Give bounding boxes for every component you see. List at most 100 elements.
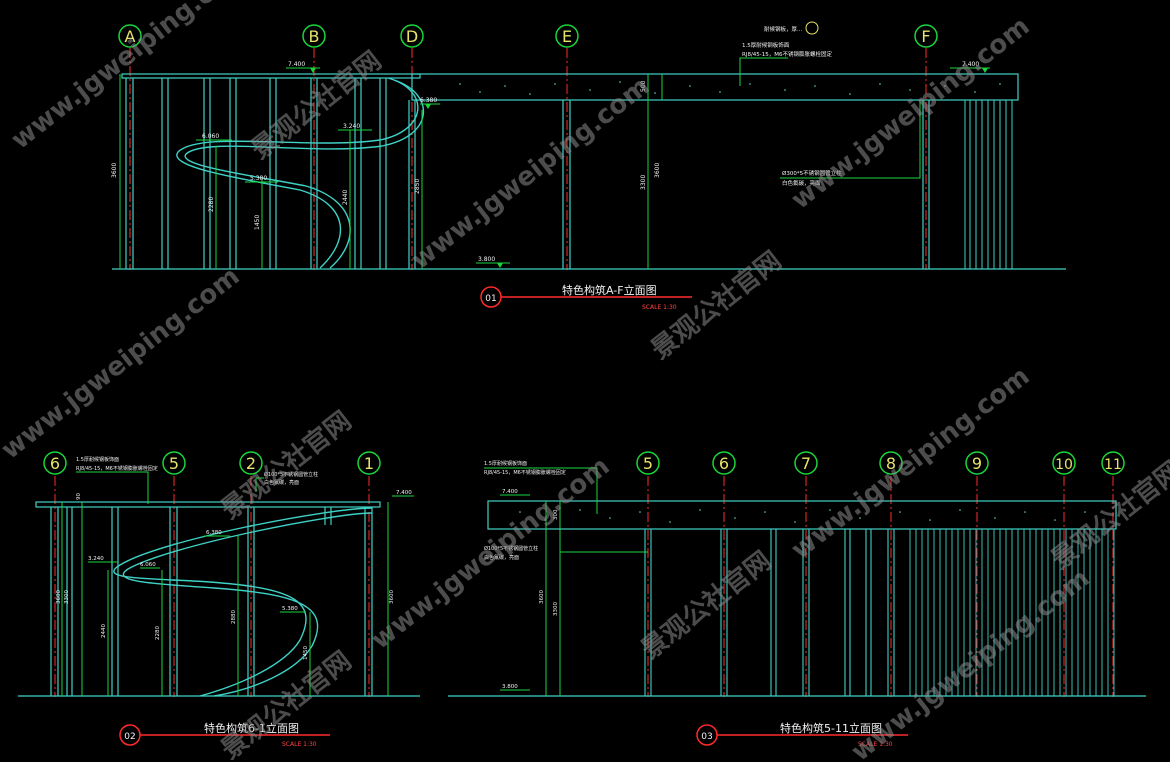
dim-label: 500 bbox=[640, 80, 647, 92]
dim-label: 3600 bbox=[111, 163, 118, 178]
axis-bubble-5: 5 bbox=[636, 451, 660, 475]
svg-text:5: 5 bbox=[169, 454, 179, 473]
svg-text:6: 6 bbox=[50, 454, 60, 473]
note-text: 1.5厚耐候钢板饰面 bbox=[76, 456, 119, 463]
elev-label: 3.800 bbox=[478, 256, 495, 263]
top-beam-left bbox=[121, 73, 421, 79]
svg-text:10: 10 bbox=[1055, 457, 1073, 473]
spiral-slide bbox=[113, 507, 373, 697]
dim-label: 3300 bbox=[553, 602, 559, 616]
drawing-number: 02 bbox=[124, 732, 135, 742]
note-text: Ø100*5不锈钢圆管立柱 bbox=[264, 471, 318, 478]
axis-bubble-10: 10 bbox=[1052, 451, 1076, 475]
columns-dense-bundle bbox=[909, 529, 1115, 696]
watermark-text: www.jgweiping.com bbox=[406, 71, 656, 275]
svg-text:8: 8 bbox=[886, 454, 896, 473]
elevation-a-f: A B D E F bbox=[111, 21, 1066, 311]
note-text: 1.5厚耐候钢板饰面 bbox=[742, 41, 790, 49]
svg-text:9: 9 bbox=[972, 454, 982, 473]
columns-left bbox=[125, 78, 930, 269]
svg-text:E: E bbox=[562, 27, 572, 46]
axis-bubble-f: F bbox=[914, 24, 938, 48]
elev-label: 3.800 bbox=[502, 684, 518, 690]
elev-label: 5.380 bbox=[282, 606, 298, 612]
labels-d3: 7.400 3.800 300 3600 3300 bbox=[502, 489, 559, 690]
title-block-d3: 03 特色构筑5-11立面图 SCALE 1:30 bbox=[696, 721, 908, 748]
svg-text:6: 6 bbox=[719, 454, 729, 473]
axis-bubble-11: 11 bbox=[1101, 451, 1125, 475]
elev-label: 7.400 bbox=[502, 489, 518, 495]
elev-label: 6.380 bbox=[206, 530, 222, 536]
dim-label: 2440 bbox=[342, 190, 349, 205]
note-text: 白色氟碳，亮面 bbox=[484, 554, 519, 561]
elev-label: 7.400 bbox=[396, 490, 412, 496]
svg-text:D: D bbox=[406, 27, 418, 46]
canopy-slab bbox=[487, 500, 1117, 530]
columns bbox=[50, 507, 373, 696]
axis-bubble-6: 6 bbox=[43, 451, 67, 475]
dim-label: 1450 bbox=[254, 215, 261, 230]
dim-label: 3600 bbox=[654, 163, 661, 178]
dimension-lines-d3 bbox=[484, 467, 648, 696]
axis-bubble-5: 5 bbox=[162, 451, 186, 475]
dim-label: 2850 bbox=[414, 179, 421, 194]
drawing-title: 特色构筑6-1立面图 bbox=[204, 721, 299, 735]
drawing-title: 特色构筑A-F立面图 bbox=[562, 283, 657, 297]
canopy-hatch bbox=[519, 509, 1086, 523]
labels-d1: 7.400 7.400 6.380 6.060 3.240 5.380 3.80… bbox=[111, 61, 979, 263]
elev-label: 3.240 bbox=[88, 556, 104, 562]
axis-bubble-2: 2 bbox=[239, 451, 263, 475]
level-markers-d1 bbox=[310, 68, 988, 268]
canopy-slab bbox=[411, 73, 1019, 101]
watermark-text: www.jgweiping.com bbox=[0, 261, 245, 465]
drawing-number: 01 bbox=[485, 294, 496, 304]
drawing-scale: SCALE 1:30 bbox=[642, 304, 677, 311]
dim-label: 2280 bbox=[208, 197, 215, 212]
svg-text:F: F bbox=[921, 27, 930, 46]
drawing-scale: SCALE 1:30 bbox=[282, 741, 317, 748]
note-text: RJ8/45-15，M6不锈钢膨胀螺栓固定 bbox=[742, 50, 833, 58]
dim-label: 300 bbox=[553, 509, 559, 520]
drawing-title: 特色构筑5-11立面图 bbox=[780, 721, 882, 735]
axis-bubble-e: E bbox=[555, 24, 579, 48]
axis-bubble-b: B bbox=[302, 24, 326, 48]
svg-text:11: 11 bbox=[1104, 457, 1122, 473]
note-text: 白色氟碳，亮面 bbox=[782, 179, 821, 187]
columns-right-bundle bbox=[964, 100, 1013, 269]
watermark-text: www.jgweiping.com bbox=[366, 451, 616, 655]
elev-label: 7.400 bbox=[288, 61, 305, 68]
axis-bubble-6: 6 bbox=[712, 451, 736, 475]
drawing-number: 03 bbox=[701, 732, 712, 742]
elev-label: 7.400 bbox=[962, 61, 979, 68]
svg-text:A: A bbox=[125, 27, 136, 46]
axis-bubble-9: 9 bbox=[965, 451, 989, 475]
axis-lines bbox=[647, 476, 1114, 697]
labels-d2: 7.400 6.380 3.240 6.060 5.380 3600 3300 … bbox=[56, 490, 412, 660]
detail-callout bbox=[805, 21, 819, 35]
svg-text:1: 1 bbox=[364, 454, 374, 473]
note-text: RJ8/45-15，M6不锈钢膨胀螺栓固定 bbox=[484, 469, 566, 476]
watermark-text: 景观公社官网 bbox=[635, 545, 777, 665]
svg-text:2: 2 bbox=[246, 454, 256, 473]
dim-label: 3600 bbox=[539, 590, 545, 604]
svg-text:5: 5 bbox=[643, 454, 653, 473]
axis-bubble-d: D bbox=[400, 24, 424, 48]
note-text: Ø100*5不锈钢圆管立柱 bbox=[484, 545, 538, 552]
dim-label: 2880 bbox=[231, 610, 237, 624]
note-text: 耐候钢板，厚... bbox=[764, 25, 802, 33]
dim-label: 2280 bbox=[155, 626, 161, 640]
axis-bubble-8: 8 bbox=[879, 451, 903, 475]
spiral-slide bbox=[176, 77, 424, 269]
dimension-lines-d1 bbox=[119, 57, 990, 269]
elev-label: 6.380 bbox=[420, 97, 437, 104]
svg-text:7: 7 bbox=[801, 454, 811, 473]
elev-label: 6.060 bbox=[140, 562, 156, 568]
elev-label: 5.380 bbox=[250, 175, 267, 182]
watermark-text: www.jgweiping.com bbox=[786, 11, 1036, 215]
title-block-d1: 01 特色构筑A-F立面图 SCALE 1:30 bbox=[480, 283, 692, 311]
axis-bubble-7: 7 bbox=[794, 451, 818, 475]
dim-label: 3300 bbox=[640, 175, 647, 190]
axis-bubble-1: 1 bbox=[357, 451, 381, 475]
